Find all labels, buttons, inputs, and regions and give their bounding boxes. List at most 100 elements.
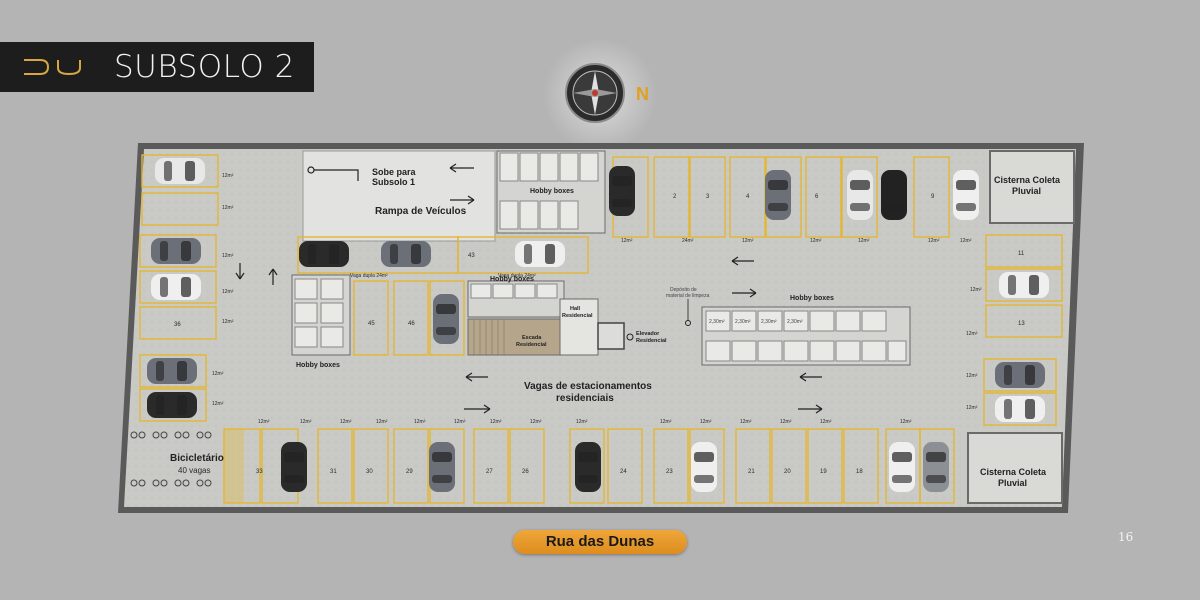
plan-label: 43 — [468, 253, 475, 259]
plan-label: 12m² — [858, 238, 870, 244]
plan-label: 36 — [174, 322, 181, 328]
parking-label-1: Vagas de estacionamentos — [524, 381, 652, 392]
car-icon — [515, 241, 565, 267]
plan-shape — [626, 333, 634, 341]
plan-shape — [196, 431, 204, 439]
plan-shape — [653, 428, 689, 504]
plan-shape — [985, 268, 1063, 302]
elevator-line2: Residencial — [636, 338, 667, 344]
plan-label: 12m² — [966, 405, 978, 411]
plan-shape — [139, 306, 217, 340]
plan-shape — [320, 326, 344, 348]
plan-shape — [735, 428, 771, 504]
car-icon — [147, 358, 197, 384]
page-title: SUBSOLO 2 — [114, 49, 295, 85]
plan-label: 12m² — [300, 419, 312, 425]
plan-shape — [130, 431, 138, 439]
plan-shape — [182, 479, 190, 487]
arrow-right-icon — [464, 404, 491, 414]
plan-label: 20 — [784, 469, 791, 475]
car-icon — [281, 442, 307, 492]
plan-shape — [689, 428, 725, 504]
street-label: Rua das Dunas — [513, 530, 687, 554]
plan-label: 12m² — [740, 419, 752, 425]
plan-shape — [983, 358, 1057, 392]
plan-shape — [353, 280, 389, 356]
plan-shape — [559, 152, 579, 182]
arrow-left-icon — [799, 372, 822, 382]
plan-label: 12m² — [376, 419, 388, 425]
plan-shape — [174, 431, 182, 439]
stairs — [467, 318, 561, 356]
car-icon — [299, 241, 349, 267]
plan-shape — [317, 428, 353, 504]
cistern-bottom-line2: Pluvial — [998, 478, 1027, 488]
plan-shape — [429, 280, 465, 356]
plan-shape — [138, 431, 146, 439]
plan-shape — [499, 200, 519, 230]
car-icon — [433, 294, 459, 344]
plan-shape — [320, 278, 344, 300]
plan-shape — [294, 326, 318, 348]
plan-label: 12m² — [966, 331, 978, 337]
plan-label: 2,30m² — [735, 319, 751, 325]
plan-shape — [539, 200, 559, 230]
plan-shape — [731, 340, 757, 362]
plan-label: Vaga dupla 24m² — [498, 273, 536, 279]
plan-shape — [805, 156, 842, 238]
plan-label: 12m² — [490, 419, 502, 425]
plan-shape — [685, 320, 691, 326]
plan-shape — [470, 283, 492, 299]
plan-shape — [152, 479, 160, 487]
cistern-top — [989, 150, 1075, 224]
plan-label: 12m² — [414, 419, 426, 425]
plan-label: 2,30m² — [761, 319, 777, 325]
page-number: 16 — [1118, 530, 1134, 544]
plan-label: 19 — [820, 469, 827, 475]
vehicle-ramp — [302, 150, 496, 242]
arrow-right-icon — [450, 195, 475, 205]
deposit-line1: Depósito de — [670, 287, 697, 293]
plan-shape — [492, 283, 514, 299]
plan-shape — [141, 154, 219, 188]
plan-label: 6 — [815, 194, 819, 200]
plan-shape — [705, 340, 731, 362]
car-icon — [147, 392, 197, 418]
plan-shape — [160, 479, 168, 487]
plan-shape — [139, 270, 217, 304]
plan-shape — [223, 428, 261, 504]
plan-label: 12m² — [970, 287, 982, 293]
plan-shape — [536, 283, 558, 299]
car-icon — [995, 396, 1045, 422]
plan-label: 18 — [856, 469, 863, 475]
plan-shape — [139, 234, 217, 268]
plan-shape — [569, 428, 605, 504]
arrow-right-icon — [732, 288, 757, 298]
plan-shape — [705, 310, 731, 332]
plan-shape — [919, 428, 955, 504]
plan-label: 12m² — [820, 419, 832, 425]
plan-label: Vaga dupla 24m² — [350, 273, 388, 279]
plan-shape — [353, 428, 389, 504]
car-icon — [923, 442, 949, 492]
car-icon — [575, 442, 601, 492]
plan-label: 3 — [706, 194, 710, 200]
arrow-up-icon — [268, 268, 278, 285]
car-icon — [953, 170, 979, 220]
arrow-down-icon — [235, 263, 245, 280]
plan-label: 12m² — [222, 205, 234, 211]
elevator — [597, 322, 625, 350]
car-icon — [765, 170, 791, 220]
car-icon — [691, 442, 717, 492]
plan-shape — [783, 340, 809, 362]
plan-shape — [835, 310, 861, 332]
bike-rack-icon — [130, 431, 212, 487]
plan-shape — [841, 156, 878, 238]
hall-line1: Hall — [570, 306, 581, 312]
car-icon — [881, 170, 907, 220]
plan-shape — [607, 428, 643, 504]
parking-label-2: residenciais — [556, 393, 614, 404]
plan-label: 33 — [256, 469, 263, 475]
plan-label: 12m² — [576, 419, 588, 425]
plan-label: 13 — [1018, 321, 1025, 327]
